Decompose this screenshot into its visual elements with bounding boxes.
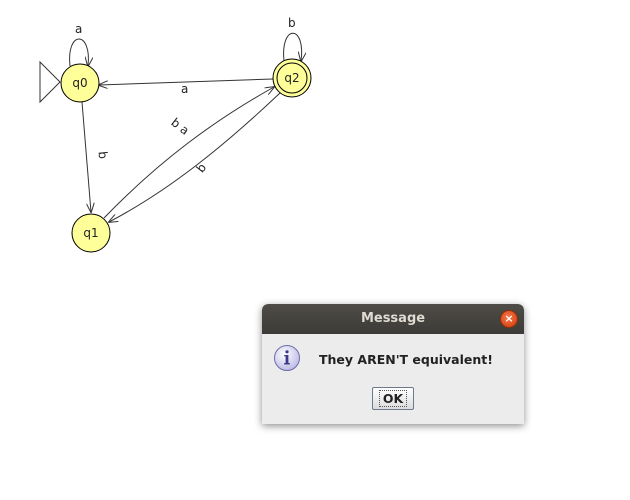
- state-q2[interactable]: q2: [272, 58, 312, 98]
- transition-label-q2-q1: b: [193, 161, 209, 176]
- transition-q0-q0: [69, 38, 89, 66]
- close-icon: ×: [504, 312, 514, 325]
- ok-button[interactable]: OK: [372, 387, 414, 410]
- state-q0[interactable]: q0: [60, 63, 100, 103]
- message-dialog: Message × They AREN'T equivalent! OK: [262, 304, 524, 424]
- transition-label-q1-q2: b a: [168, 115, 191, 138]
- state-label-q2: q2: [284, 71, 299, 85]
- transition-label-q0-q1: b: [96, 151, 111, 160]
- state-q1[interactable]: q1: [71, 213, 111, 253]
- initial-state-arrow: [39, 60, 61, 104]
- close-button[interactable]: ×: [500, 310, 518, 328]
- dialog-message: They AREN'T equivalent!: [319, 352, 493, 367]
- transition-label-q2-q2: b: [288, 16, 296, 30]
- state-label-q0: q0: [72, 76, 87, 90]
- transition-q1-q2: [103, 87, 274, 219]
- state-label-q1: q1: [83, 226, 98, 240]
- info-icon: [274, 345, 300, 371]
- ok-button-label: OK: [378, 390, 408, 407]
- transition-q2-q2: [283, 32, 302, 61]
- transition-q2-q0: [99, 78, 274, 85]
- transition-q2-q1: [109, 92, 281, 222]
- transition-label-q0-q0: a: [75, 22, 82, 36]
- transition-label-q2-q0: a: [181, 82, 188, 96]
- dialog-titlebar[interactable]: Message ×: [262, 304, 524, 334]
- final-state-ring: [276, 62, 308, 94]
- dialog-title: Message: [360, 311, 426, 326]
- transition-q0-q1: [81, 101, 91, 212]
